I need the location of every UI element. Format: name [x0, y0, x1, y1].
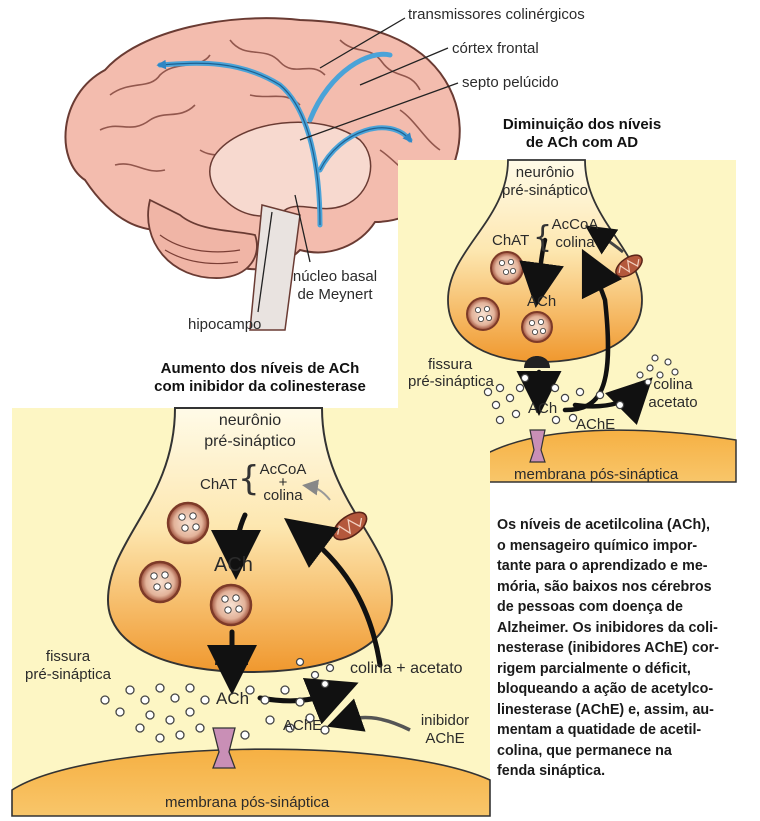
bottom-products-plus: +: [396, 660, 405, 677]
top-neuron-line1: neurônio: [490, 164, 600, 182]
top-ache-label: AChE: [576, 416, 615, 434]
bottom-chat-label: ChAT: [200, 476, 237, 494]
bottom-panel-title: Aumento dos níveis de ACh com inibidor d…: [130, 360, 390, 396]
bottom-ache-label: AChE: [283, 717, 322, 735]
bottom-cleft-line1: fissura: [18, 648, 118, 666]
bottom-membrane-label: membrana pós-sináptica: [165, 794, 329, 812]
top-cleft-line1: fissura: [408, 356, 494, 373]
top-products: colina acetato: [640, 376, 706, 412]
bottom-choline-in: colina: [254, 488, 312, 504]
description-line: rigem parcialmente o déficit,: [497, 659, 759, 680]
description-line: tante para o aprendizado e me-: [497, 556, 759, 577]
description-line: o mensageiro químico impor-: [497, 536, 759, 557]
top-choline-in: colina: [549, 234, 601, 252]
top-neuron-label: neurônio pré-sináptico: [490, 164, 600, 200]
top-title-line2: de ACh com AD: [462, 134, 702, 152]
top-title-line1: Diminuição dos níveis: [462, 116, 702, 134]
description-line: bloqueando a ação de acetylco-: [497, 679, 759, 700]
top-cleft-line2: pré-sináptica: [408, 373, 494, 390]
top-ach-cleft-label: ACh: [528, 400, 557, 418]
label-cholinergic-transmitters: transmissores colinérgicos: [408, 6, 585, 24]
description-line: fenda sináptica.: [497, 761, 759, 782]
top-panel-title: Diminuição dos níveis de ACh com AD: [462, 116, 702, 152]
bottom-title-line2: com inibidor da colinesterase: [130, 378, 390, 396]
bottom-cleft-label: fissura pré-sináptica: [18, 648, 118, 684]
bottom-ach-cleft-label: ACh: [216, 690, 249, 708]
bottom-products-acetate: acetato: [410, 660, 462, 677]
bottom-inhibitor-label: inibidor AChE: [410, 712, 480, 748]
label-septum: septo pelúcido: [462, 74, 559, 92]
bottom-neuron-label: neurônio pré-sináptico: [190, 410, 310, 452]
top-ach-vesicle-label: ACh: [527, 293, 556, 311]
top-acetylcoa: AcCoA: [549, 216, 601, 234]
bottom-neuron-line2: pré-sináptico: [190, 431, 310, 452]
bottom-substrates: AcCoA + colina: [254, 462, 312, 504]
bottom-products-choline: colina: [350, 660, 392, 677]
label-nucleus-basalis: núcleo basal de Meynert: [285, 268, 385, 304]
top-substrates: AcCoA colina: [549, 216, 601, 252]
bottom-neuron-line1: neurônio: [190, 410, 310, 431]
label-nucleus-line2: de Meynert: [285, 286, 385, 304]
description-line: linesterase (AChE) e, assim, au-: [497, 700, 759, 721]
description-line: de pessoas com doença de: [497, 597, 759, 618]
top-membrane-label: membrana pós-sináptica: [514, 466, 678, 484]
bottom-products: colina + acetato: [350, 660, 463, 678]
description-line: mória, são baixos nos cérebros: [497, 577, 759, 598]
top-chat-label: ChAT: [492, 232, 529, 250]
bottom-title-line1: Aumento dos níveis de ACh: [130, 360, 390, 378]
bottom-cleft-line2: pré-sináptica: [18, 666, 118, 684]
label-nucleus-line1: núcleo basal: [285, 268, 385, 286]
bottom-ach-vesicle-label: ACh: [214, 556, 253, 574]
bottom-inhibitor-line2: AChE: [410, 730, 480, 748]
top-neuron-line2: pré-sináptico: [490, 182, 600, 200]
description-line: colina, que permanece na: [497, 741, 759, 762]
description-line: mentam a quatidade de acetil-: [497, 720, 759, 741]
top-choline-out: colina: [640, 376, 706, 394]
top-acetate-out: acetato: [640, 394, 706, 412]
description-line: Alzheimer. Os inibidores da coli-: [497, 618, 759, 639]
bottom-inhibitor-line1: inibidor: [410, 712, 480, 730]
description-paragraph: Os níveis de acetilcolina (ACh), o mensa…: [497, 515, 759, 782]
top-cleft-label: fissura pré-sináptica: [408, 356, 494, 390]
label-frontal-cortex: córtex frontal: [452, 40, 539, 58]
label-hippocampus: hipocampo: [188, 316, 261, 334]
description-line: Os níveis de acetilcolina (ACh),: [497, 515, 759, 536]
description-line: nesterase (inibidores AChE) cor-: [497, 638, 759, 659]
